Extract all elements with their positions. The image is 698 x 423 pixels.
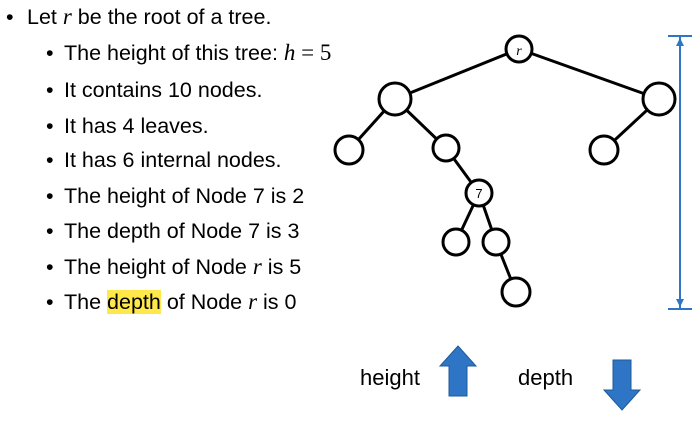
node-leaf bbox=[333, 134, 365, 166]
node-7 bbox=[464, 178, 494, 208]
var-h: h bbox=[283, 40, 296, 65]
var-r: r bbox=[248, 289, 258, 314]
bullet-9-text: The bbox=[64, 290, 108, 314]
bullet-7: The depth of Node 7 is 3 bbox=[64, 219, 300, 243]
bullet-9: The depth of Node r is 0 bbox=[64, 289, 296, 315]
height-bracket bbox=[668, 35, 692, 310]
bullet-4: It has 4 leaves. bbox=[64, 114, 209, 138]
arrow-down-icon bbox=[602, 359, 642, 411]
node-leaf bbox=[500, 276, 532, 308]
eq-value: = 5 bbox=[295, 40, 332, 65]
node bbox=[431, 133, 461, 163]
node-leaf bbox=[441, 227, 471, 257]
node bbox=[641, 81, 677, 117]
bullet-8-text-end: is 5 bbox=[261, 255, 302, 279]
bullet-8-text: The height of Node bbox=[64, 255, 253, 279]
bullet-dot: • bbox=[46, 290, 54, 314]
tree-nodes bbox=[333, 34, 677, 308]
var-r: r bbox=[62, 4, 72, 29]
bullet-5: It has 6 internal nodes. bbox=[64, 148, 282, 172]
bullet-dot: • bbox=[46, 255, 54, 279]
bullet-6: The height of Node 7 is 2 bbox=[64, 184, 305, 208]
bullet-1-text-end: be the root of a tree. bbox=[71, 5, 272, 29]
node bbox=[481, 227, 511, 257]
bullet-dot: • bbox=[46, 41, 54, 65]
node bbox=[377, 81, 413, 117]
bracket-arrow-up bbox=[676, 38, 684, 46]
depth-label: depth bbox=[518, 365, 574, 390]
bullet-dot: • bbox=[46, 114, 54, 138]
bullet-2-text: The height of this tree: bbox=[64, 41, 284, 65]
highlight-depth: depth bbox=[107, 290, 161, 314]
arrow-up-icon bbox=[438, 345, 478, 397]
root-label: r bbox=[516, 44, 522, 59]
bullet-dot: • bbox=[46, 184, 54, 208]
bullet-dot: • bbox=[6, 5, 14, 29]
node-7-label: 7 bbox=[475, 186, 482, 201]
node-leaf bbox=[588, 134, 620, 166]
bullet-2: The height of this tree: h = 5 bbox=[64, 40, 331, 66]
bullet-dot: • bbox=[46, 219, 54, 243]
edge bbox=[518, 47, 660, 101]
bullet-dot: • bbox=[46, 148, 54, 172]
bullet-8: The height of Node r is 5 bbox=[64, 254, 301, 280]
node-root bbox=[504, 34, 534, 64]
bullet-9-text-mid: of Node bbox=[160, 290, 249, 314]
bullet-1-text: Let bbox=[27, 5, 63, 29]
bullet-9-text-end: is 0 bbox=[257, 290, 297, 314]
bracket-arrow-down bbox=[676, 299, 684, 307]
bullet-3: It contains 10 nodes. bbox=[64, 78, 263, 102]
bullet-1: Let r be the root of a tree. bbox=[27, 4, 271, 30]
var-r: r bbox=[252, 254, 262, 279]
bullet-dot: • bbox=[46, 78, 54, 102]
edge bbox=[394, 47, 520, 101]
height-label: height bbox=[360, 365, 420, 390]
